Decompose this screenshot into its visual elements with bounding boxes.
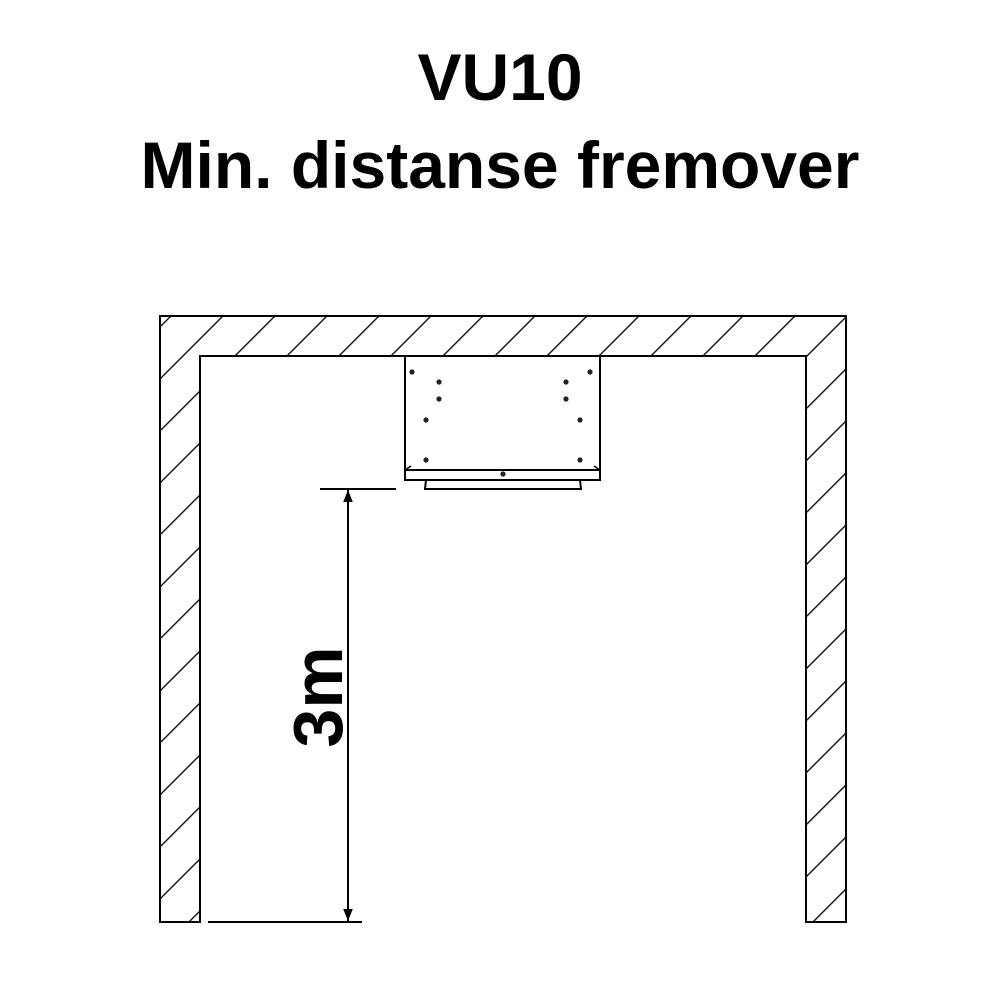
- title-model: VU10: [417, 40, 583, 114]
- mounting-hole: [436, 396, 442, 402]
- hatched-wall: [159, 315, 847, 923]
- mounting-hole: [423, 457, 429, 463]
- mounting-hole: [577, 417, 583, 423]
- mounting-hole: [500, 471, 506, 477]
- mounting-hole: [563, 396, 569, 402]
- mounting-hole: [423, 417, 429, 423]
- mounting-hole: [436, 379, 442, 385]
- dimension-line: [208, 488, 396, 923]
- title-subtitle: Min. distanse fremover: [140, 128, 860, 202]
- mounting-hole: [409, 369, 415, 375]
- mounting-hole: [587, 369, 593, 375]
- mounting-holes: [409, 369, 593, 477]
- mounting-hole: [563, 379, 569, 385]
- dimension-label: 3m: [279, 646, 357, 747]
- vu10-unit: [404, 355, 601, 490]
- mounting-hole: [577, 457, 583, 463]
